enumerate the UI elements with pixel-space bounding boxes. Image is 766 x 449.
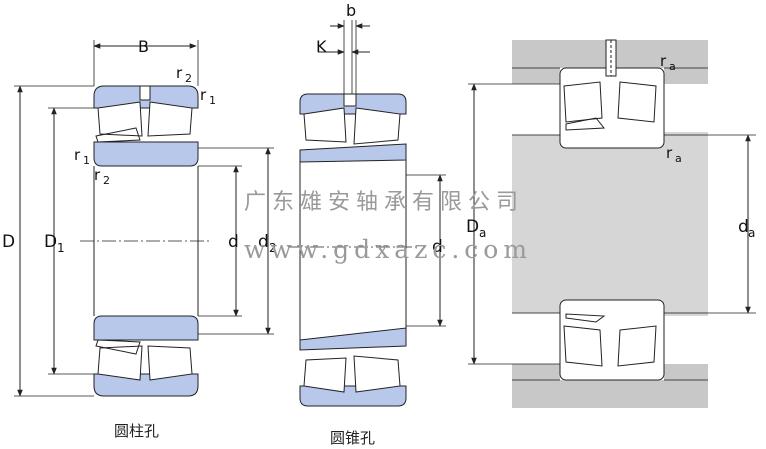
label-D1: D xyxy=(44,232,57,252)
shaft-body xyxy=(512,135,708,313)
label-Da: D xyxy=(466,217,479,237)
roller-top-right xyxy=(353,107,401,145)
roller-bottom-right xyxy=(147,345,193,381)
label-r1-left-sub: 1 xyxy=(83,154,90,167)
roller-bottom-left xyxy=(303,357,347,393)
label-B: B xyxy=(138,37,149,56)
cylindrical-bore-bearing xyxy=(80,85,212,397)
shaft-shoulder-bottom xyxy=(664,306,708,316)
label-K: K xyxy=(316,37,327,56)
label-da-sub: a xyxy=(748,226,755,240)
caption-cylindrical-bore: 圆柱孔 xyxy=(114,422,159,440)
housing-bottom xyxy=(512,380,708,408)
label-r2-left-sub: 2 xyxy=(103,174,110,187)
label-ra-top-sub: a xyxy=(669,60,676,73)
left-dimensions xyxy=(14,40,274,397)
label-ra-mid-sub: a xyxy=(675,152,682,165)
roller-bottom-left xyxy=(97,345,143,381)
label-r1-left: r xyxy=(74,146,81,164)
inner-ring-top xyxy=(93,141,199,167)
label-r2-top-sub: 2 xyxy=(185,72,192,85)
outer-ring-bottom xyxy=(93,373,199,397)
inner-ring-top xyxy=(299,143,407,163)
mounted-bearing-top xyxy=(559,39,665,149)
label-da: d xyxy=(738,217,749,237)
middle-dimensions xyxy=(318,20,446,327)
label-d2-sub: 2 xyxy=(269,241,277,255)
housing-bottom-seat-right xyxy=(664,364,708,380)
label-D1-sub: 1 xyxy=(57,241,65,255)
inner-ring-bottom xyxy=(299,327,407,351)
shaft-shoulder-top xyxy=(664,132,708,142)
label-r2-left: r xyxy=(94,166,101,184)
label-d-left: d xyxy=(228,232,239,252)
tapered-bore-bearing xyxy=(288,93,418,407)
housing-top-seat-right xyxy=(664,68,708,84)
roller-top-left xyxy=(97,101,143,137)
housing-bottom-seat xyxy=(512,364,560,380)
label-Da-sub: a xyxy=(479,226,486,240)
roller-top-left xyxy=(303,107,347,143)
watermark-company: 广东雄安轴承有限公司 xyxy=(244,190,524,215)
label-ra-mid: r xyxy=(666,144,673,162)
housing-top-seat xyxy=(512,68,560,84)
roller-top-right xyxy=(147,101,193,137)
inner-ring-bottom xyxy=(93,315,199,341)
mounted-bearing-bottom xyxy=(559,299,665,381)
mounting-drawing xyxy=(468,39,756,408)
caption-tapered-bore: 圆锥孔 xyxy=(330,429,375,447)
label-ra-top: r xyxy=(660,52,667,70)
label-b: b xyxy=(346,1,356,20)
label-D: D xyxy=(2,232,15,252)
label-r1-top: r xyxy=(200,86,207,104)
label-d-mid: d xyxy=(432,237,443,257)
label-d2: d xyxy=(258,232,269,252)
dimension-labels: B b K r 2 r 1 r 1 r 2 D D 1 d d 2 d D a … xyxy=(2,1,755,257)
label-r1-top-sub: 1 xyxy=(209,94,216,107)
watermark-url: www.gdxazc.com xyxy=(244,235,532,264)
outer-ring-bottom xyxy=(299,385,407,407)
roller-bottom-right xyxy=(353,355,401,393)
label-r2-top: r xyxy=(176,64,183,82)
